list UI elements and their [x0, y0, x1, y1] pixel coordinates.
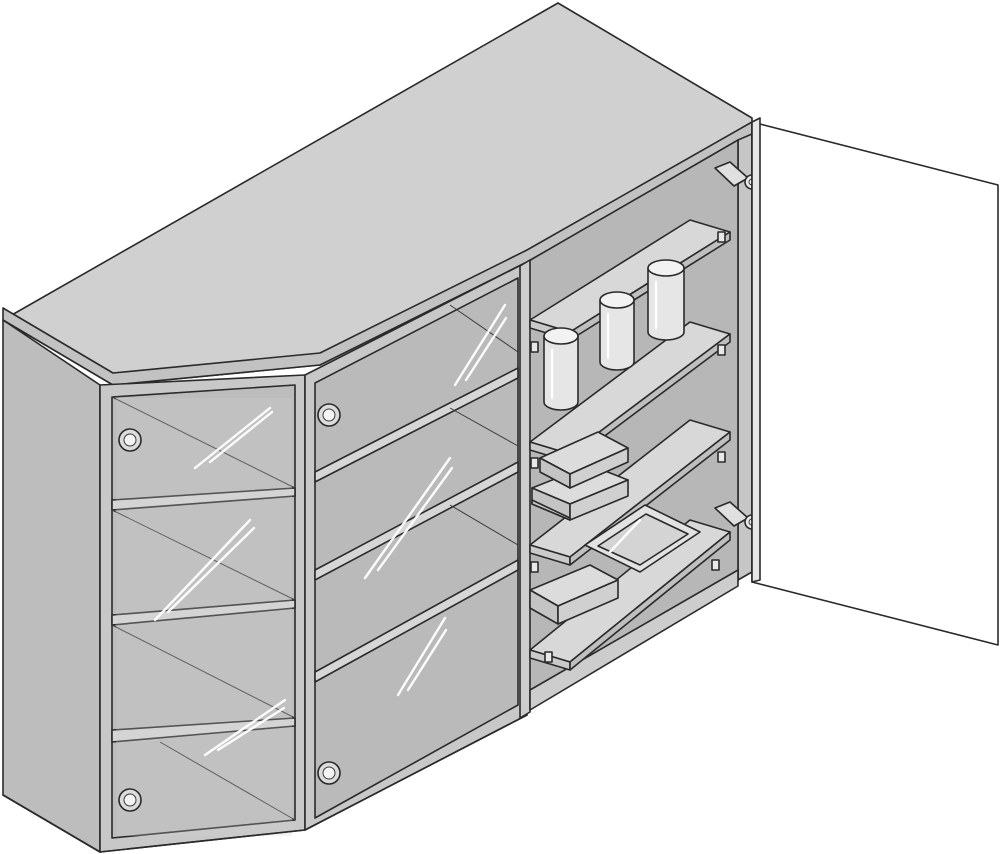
corner-glass-door	[116, 398, 292, 836]
glass-jars	[543, 259, 685, 411]
left-side-panel	[2, 319, 101, 853]
jar	[599, 291, 635, 371]
jar	[647, 259, 685, 341]
glass-highlight-icon	[153, 303, 508, 757]
shelf-supports	[530, 231, 726, 663]
door-knob-icon	[118, 788, 142, 812]
jar	[543, 327, 579, 411]
door-knob-icon	[317, 403, 341, 427]
box-stack	[531, 431, 629, 521]
door-knob-icon	[118, 428, 142, 452]
open-door-edge	[751, 117, 761, 583]
middle-shelves	[314, 304, 519, 683]
bottom-shelf-items	[529, 504, 701, 625]
right-divider	[519, 259, 531, 719]
open-door	[751, 121, 999, 646]
door-knob-icon	[317, 761, 341, 785]
cabinet-base-edge	[2, 714, 528, 853]
right-plinth	[529, 569, 739, 711]
